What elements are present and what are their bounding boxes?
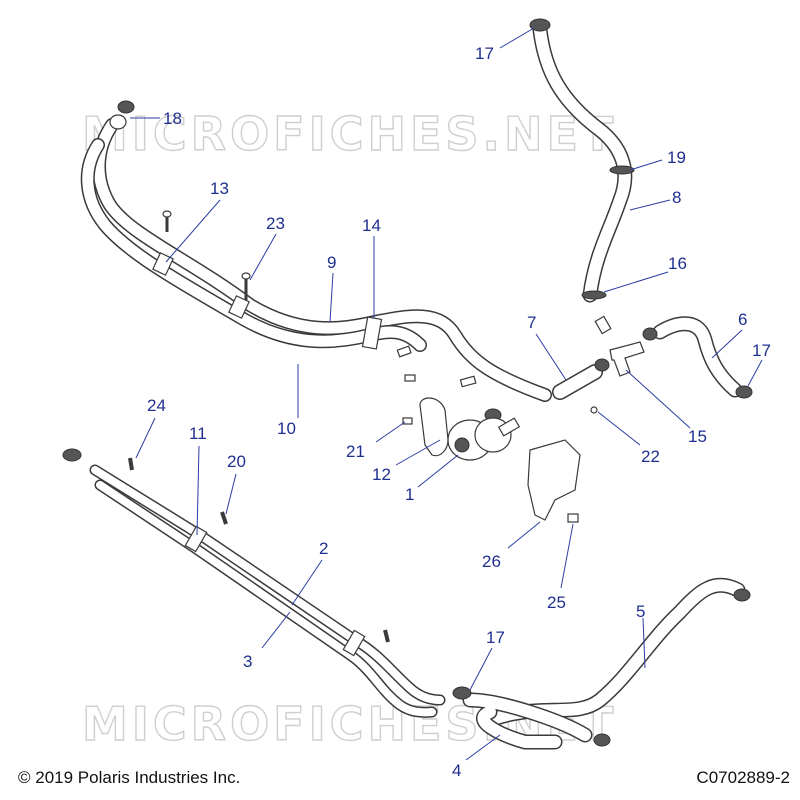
callout-26: 26 (482, 552, 501, 571)
callout-17-bottom: 17 (486, 628, 505, 647)
clamp-hose5 (733, 588, 751, 602)
callouts: 17 18 19 8 13 23 9 14 16 7 6 17 10 21 12… (147, 44, 771, 780)
clamp-hose6 (642, 327, 658, 341)
callout-5: 5 (636, 602, 645, 621)
callout-12: 12 (372, 465, 391, 484)
callout-3: 3 (243, 652, 252, 671)
callout-10: 10 (277, 419, 296, 438)
callout-2: 2 (319, 539, 328, 558)
clip-lower (342, 629, 366, 657)
clamp-hose4 (593, 733, 611, 747)
bolt-22 (590, 406, 598, 414)
callout-17-right: 17 (752, 341, 771, 360)
callout-14: 14 (362, 216, 381, 235)
callout-9: 9 (327, 253, 336, 272)
bolt-20 (220, 511, 228, 525)
water-pump-1 (447, 417, 521, 461)
clamp-19 (609, 165, 635, 175)
callout-23: 23 (266, 214, 285, 233)
watermark-top: MICROFICHES.NET (82, 107, 617, 161)
callout-18: 18 (163, 109, 182, 128)
clamp-hose7 (594, 358, 610, 372)
hose-stub (594, 315, 612, 335)
callout-1: 1 (405, 485, 414, 504)
bolt-14 (396, 345, 412, 358)
clamp-left (62, 448, 82, 462)
callout-19: 19 (667, 148, 686, 167)
copyright-notice: © 2019 Polaris Industries Inc. (18, 768, 241, 787)
tee-fitting-15 (609, 341, 645, 377)
clamp-17-right (735, 385, 753, 399)
callout-8: 8 (672, 188, 681, 207)
bolt-23 (241, 272, 251, 300)
bracket-12 (419, 397, 449, 457)
clamp-18 (117, 100, 135, 114)
callout-22: 22 (641, 447, 660, 466)
drawing-code: C0702889-2 (696, 768, 790, 787)
bolt-21 (402, 417, 413, 425)
callout-13: 13 (210, 179, 229, 198)
callout-25: 25 (547, 593, 566, 612)
hoses (80, 22, 746, 750)
callout-11: 11 (189, 424, 207, 443)
leader-lines (130, 27, 763, 761)
clip-13b (228, 295, 250, 319)
bolt-lower (383, 629, 390, 643)
callout-4: 4 (452, 761, 461, 780)
callout-6: 6 (738, 310, 747, 329)
small-parts (62, 18, 753, 747)
bushing (459, 375, 477, 388)
clamp-17-top (529, 18, 551, 32)
nut-25 (567, 513, 579, 523)
mount-bracket-26 (527, 439, 581, 521)
callout-21: 21 (346, 442, 365, 461)
clip-11 (184, 525, 208, 553)
clip-13a (152, 252, 174, 276)
clip-14 (361, 316, 383, 350)
callout-24: 24 (147, 396, 166, 415)
bolt-top-left (162, 210, 172, 232)
callout-16: 16 (668, 254, 687, 273)
clamp-16 (581, 290, 607, 300)
bolt-24 (128, 457, 134, 471)
callout-15: 15 (688, 427, 707, 446)
clamp-17-bottom (452, 686, 472, 700)
callout-7: 7 (527, 313, 536, 332)
nut-21a (404, 374, 416, 382)
callout-17-top: 17 (475, 44, 494, 63)
callout-20: 20 (227, 452, 246, 471)
